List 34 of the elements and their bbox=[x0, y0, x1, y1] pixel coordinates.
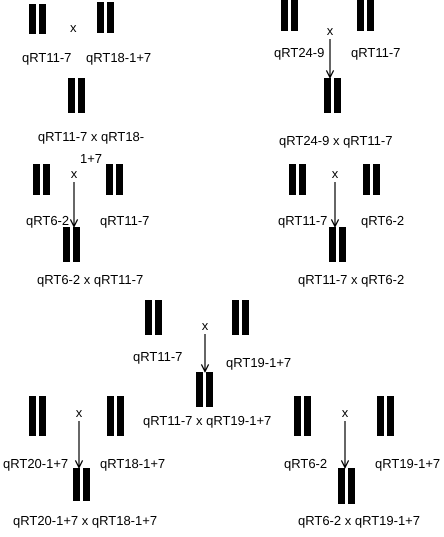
strain-label: qRT19-1+7 bbox=[226, 355, 292, 370]
cross-symbol: x bbox=[340, 406, 350, 420]
strain-label: qRT6-2 bbox=[361, 213, 404, 228]
strain-label: qRT11-7 bbox=[22, 50, 72, 65]
strain-label: qRT6-2 bbox=[284, 456, 328, 471]
cross-symbol: x bbox=[69, 167, 79, 181]
strain-label: qRT11-7 bbox=[278, 213, 328, 228]
arrow bbox=[74, 421, 84, 468]
strain-label: qRT20-1+7 bbox=[3, 456, 68, 471]
cross-symbol: x bbox=[74, 406, 84, 420]
strain-label: qRT11-7 x qRT19-1+7 bbox=[143, 413, 272, 428]
strain-label: qRT20-1+7 x qRT18-1+7 bbox=[13, 513, 158, 528]
strain-label: qRT19-1+7 bbox=[375, 456, 440, 471]
cross-symbol: x bbox=[330, 167, 340, 181]
arrow bbox=[330, 182, 340, 228]
strain-label: qRT6-2 x qRT11-7 bbox=[37, 272, 144, 287]
strain-label: qRT18-1+7 bbox=[86, 50, 152, 65]
arrow bbox=[70, 182, 78, 228]
strain-label: qRT11-7 bbox=[100, 213, 150, 228]
strain-label: qRT18-1+7 bbox=[100, 456, 166, 471]
cross-symbol: x bbox=[325, 24, 335, 38]
cross-symbol: x bbox=[200, 319, 210, 333]
cross-symbol: x bbox=[70, 20, 76, 35]
strain-label: qRT11-7 x qRT18- 1+7 bbox=[36, 128, 146, 168]
strain-label: qRT24-9 x qRT11-7 bbox=[279, 133, 392, 148]
strain-label: qRT11-7 x qRT6-2 bbox=[298, 272, 404, 287]
strain-label: qRT24-9 bbox=[274, 45, 324, 60]
strain-label: qRT11-7 bbox=[351, 45, 400, 60]
strain-label: qRT11-7 bbox=[133, 349, 182, 364]
strain-label: qRT6-2 x qRT19-1+7 bbox=[298, 513, 420, 528]
arrow bbox=[200, 334, 210, 372]
arrow bbox=[326, 39, 334, 78]
arrow bbox=[340, 421, 350, 468]
strain-label: qRT6-2 bbox=[26, 213, 70, 228]
